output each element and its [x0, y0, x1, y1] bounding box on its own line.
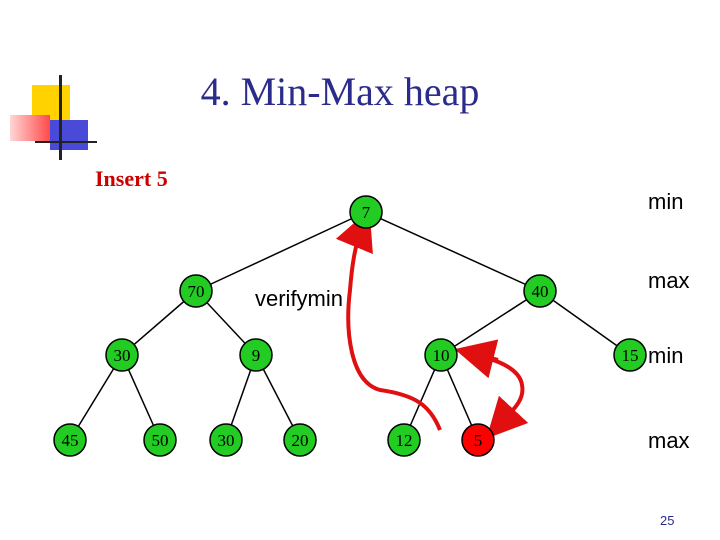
heap-node-value: 15 [622, 346, 639, 365]
swap-arrow-parent [474, 355, 522, 424]
heap-node: 50 [144, 424, 176, 456]
heap-node-value: 20 [292, 431, 309, 450]
heap-node-value: 50 [152, 431, 169, 450]
heap-node: 12 [388, 424, 420, 456]
heap-node: 30 [106, 339, 138, 371]
heap-node: 70 [180, 275, 212, 307]
heap-node-value: 30 [218, 431, 235, 450]
heap-node: 10 [425, 339, 457, 371]
swap-arrow-root [348, 228, 440, 430]
heap-node-value: 5 [474, 431, 483, 450]
page-number: 25 [660, 513, 674, 528]
heap-node-value: 70 [188, 282, 205, 301]
heap-node-value: 40 [532, 282, 549, 301]
tree-edge [366, 212, 540, 291]
heap-node-value: 10 [433, 346, 450, 365]
heap-node-value: 7 [362, 203, 371, 222]
heap-node: 9 [240, 339, 272, 371]
heap-node: 20 [284, 424, 316, 456]
heap-node: 5 [462, 424, 494, 456]
heap-node: 40 [524, 275, 556, 307]
tree-edge [196, 212, 366, 291]
heap-node-value: 12 [396, 431, 413, 450]
heap-node: 30 [210, 424, 242, 456]
tree-edge [441, 291, 540, 355]
heap-node-value: 9 [252, 346, 261, 365]
heap-node: 15 [614, 339, 646, 371]
heap-node-value: 30 [114, 346, 131, 365]
heap-node-value: 45 [62, 431, 79, 450]
heap-node: 45 [54, 424, 86, 456]
heap-node: 7 [350, 196, 382, 228]
